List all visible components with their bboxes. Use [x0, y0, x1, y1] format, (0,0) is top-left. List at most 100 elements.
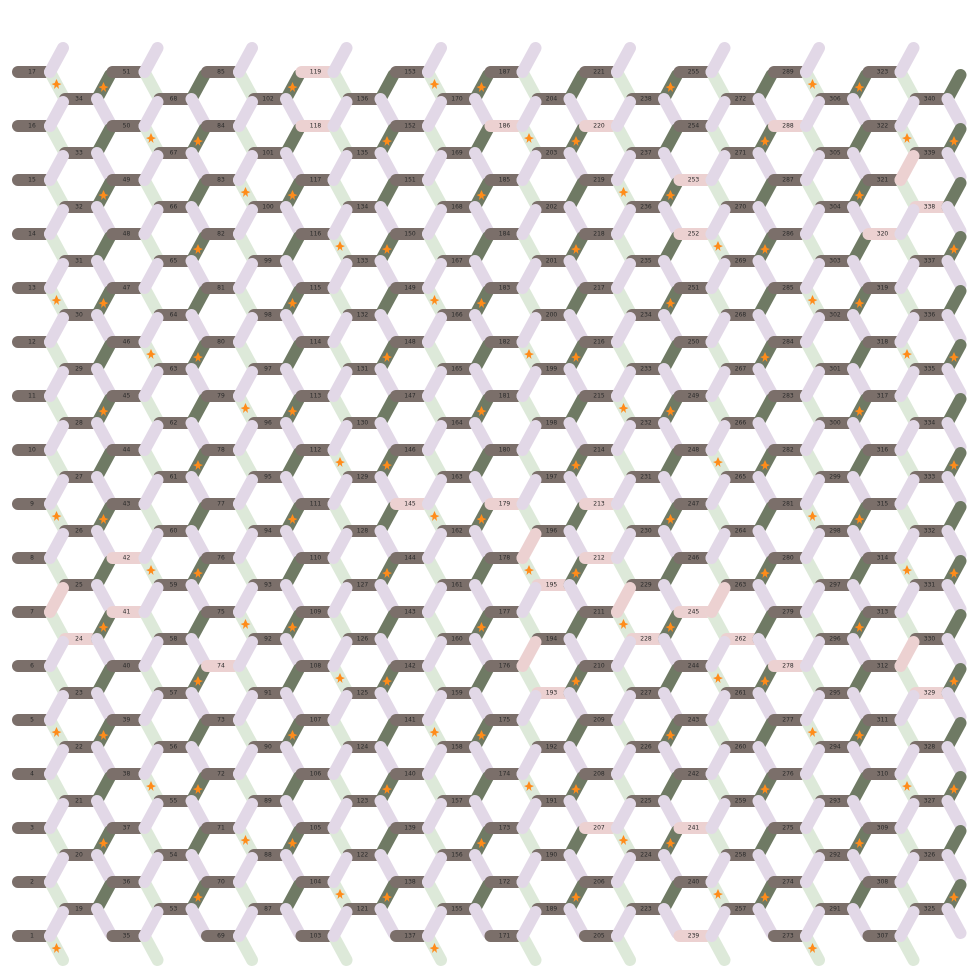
edge-diagonal-down[interactable]	[658, 903, 683, 939]
edge-diagonal-down[interactable]	[280, 579, 305, 615]
edge-diagonal-up[interactable]	[44, 42, 69, 78]
edge-diagonal-up[interactable]	[800, 798, 825, 834]
edge-diagonal-up[interactable]	[233, 312, 258, 348]
edge-diagonal-up[interactable]	[705, 744, 731, 780]
edge-diagonal-down[interactable]	[563, 363, 589, 399]
edge-diagonal-up[interactable]	[894, 744, 920, 780]
edge-diagonal-down[interactable]	[941, 471, 967, 507]
edge-diagonal-up[interactable]	[422, 744, 447, 780]
edge-diagonal-up[interactable]	[894, 312, 920, 348]
edge-diagonal-down[interactable]	[658, 687, 683, 723]
edge-diagonal-down[interactable]	[847, 903, 872, 939]
edge-diagonal-down[interactable]	[563, 417, 589, 453]
edge-diagonal-up[interactable]	[516, 150, 542, 186]
edge-diagonal-up[interactable]	[138, 906, 164, 942]
edge-diagonal-down[interactable]	[374, 795, 400, 831]
edge-diagonal-down[interactable]	[91, 255, 116, 291]
edge-diagonal-down[interactable]	[91, 525, 116, 561]
edge-diagonal-up[interactable]	[327, 42, 353, 78]
edge-diagonal-up[interactable]	[611, 474, 636, 510]
edge-diagonal-up[interactable]	[800, 420, 825, 456]
edge-diagonal-down[interactable]	[91, 741, 116, 777]
edge-diagonal-up[interactable]	[422, 798, 447, 834]
edge-diagonal-up[interactable]	[611, 798, 636, 834]
edge-diagonal-down[interactable]	[752, 795, 778, 831]
edge-diagonal-down[interactable]	[374, 525, 400, 561]
edge-diagonal-up[interactable]	[138, 42, 164, 78]
edge-diagonal-down[interactable]	[469, 255, 494, 291]
edge-diagonal-up[interactable]	[705, 96, 731, 132]
edge-diagonal-up[interactable]	[422, 582, 447, 618]
edge-diagonal-up[interactable]	[894, 258, 920, 294]
edge-diagonal-up[interactable]	[233, 258, 258, 294]
edge-diagonal-down[interactable]	[374, 633, 400, 669]
edge-diagonal-up[interactable]	[894, 582, 920, 618]
edge-diagonal-up[interactable]	[894, 96, 920, 132]
edge-diagonal-up[interactable]	[422, 258, 447, 294]
edge-diagonal-down[interactable]	[752, 363, 778, 399]
edge-diagonal-up[interactable]	[611, 636, 636, 672]
edge-diagonal-down[interactable]	[752, 147, 778, 183]
edge-diagonal-down[interactable]	[469, 741, 494, 777]
edge-diagonal-up[interactable]	[894, 204, 920, 240]
edge-diagonal-down[interactable]	[91, 795, 116, 831]
edge-diagonal-up[interactable]	[611, 420, 636, 456]
edge-diagonal-up[interactable]	[327, 636, 353, 672]
edge-diagonal-up[interactable]	[233, 906, 258, 942]
edge-diagonal-down[interactable]	[469, 579, 494, 615]
edge-diagonal-down[interactable]	[941, 903, 967, 939]
edge-diagonal-down[interactable]	[185, 579, 211, 615]
edge-diagonal-up[interactable]	[233, 366, 258, 402]
edge-diagonal-up[interactable]	[138, 150, 164, 186]
edge-diagonal-up[interactable]	[894, 528, 920, 564]
edge-diagonal-up[interactable]	[422, 852, 447, 888]
edge-diagonal-down[interactable]	[847, 471, 872, 507]
edge-diagonal-up[interactable]	[894, 150, 920, 186]
edge-diagonal-up[interactable]	[705, 366, 731, 402]
edge-diagonal-up[interactable]	[894, 474, 920, 510]
edge-diagonal-down[interactable]	[563, 903, 589, 939]
edge-diagonal-down[interactable]	[374, 687, 400, 723]
edge-diagonal-up[interactable]	[705, 852, 731, 888]
edge-diagonal-up[interactable]	[233, 474, 258, 510]
edge-diagonal-down[interactable]	[280, 255, 305, 291]
edge-diagonal-down[interactable]	[469, 525, 494, 561]
edge-diagonal-up[interactable]	[233, 636, 258, 672]
edge-diagonal-down[interactable]	[847, 795, 872, 831]
edge-diagonal-up[interactable]	[327, 852, 353, 888]
edge-diagonal-up[interactable]	[422, 528, 447, 564]
edge-diagonal-up[interactable]	[138, 96, 164, 132]
edge-diagonal-down[interactable]	[941, 417, 967, 453]
edge-diagonal-down[interactable]	[941, 687, 967, 723]
edge-diagonal-up[interactable]	[233, 852, 258, 888]
edge-diagonal-up[interactable]	[516, 852, 542, 888]
edge-diagonal-up[interactable]	[44, 852, 69, 888]
edge-diagonal-down[interactable]	[185, 849, 211, 885]
edge-diagonal-up[interactable]	[894, 798, 920, 834]
edge-diagonal-down[interactable]	[658, 255, 683, 291]
edge-diagonal-up[interactable]	[44, 474, 69, 510]
edge-diagonal-down[interactable]	[280, 201, 305, 237]
edge-diagonal-down[interactable]	[658, 741, 683, 777]
edge-diagonal-down[interactable]	[91, 579, 116, 615]
edge-diagonal-down[interactable]	[280, 309, 305, 345]
edge-diagonal-up[interactable]	[611, 96, 636, 132]
edge-diagonal-up[interactable]	[800, 366, 825, 402]
edge-diagonal-up[interactable]	[422, 420, 447, 456]
edge-diagonal-down[interactable]	[847, 741, 872, 777]
edge-diagonal-up[interactable]	[705, 312, 731, 348]
edge-diagonal-down[interactable]	[752, 255, 778, 291]
edge-diagonal-up[interactable]	[800, 258, 825, 294]
edge-diagonal-down[interactable]	[185, 795, 211, 831]
edge-diagonal-down[interactable]	[280, 903, 305, 939]
edge-diagonal-up[interactable]	[611, 204, 636, 240]
edge-diagonal-up[interactable]	[516, 96, 542, 132]
edge-diagonal-up[interactable]	[516, 582, 542, 618]
edge-diagonal-up[interactable]	[611, 528, 636, 564]
edge-diagonal-up[interactable]	[233, 42, 258, 78]
edge-diagonal-up[interactable]	[705, 42, 731, 78]
edge-diagonal-down[interactable]	[280, 849, 305, 885]
edge-diagonal-up[interactable]	[800, 312, 825, 348]
edge-diagonal-down[interactable]	[91, 849, 116, 885]
edge-diagonal-down[interactable]	[469, 93, 494, 129]
